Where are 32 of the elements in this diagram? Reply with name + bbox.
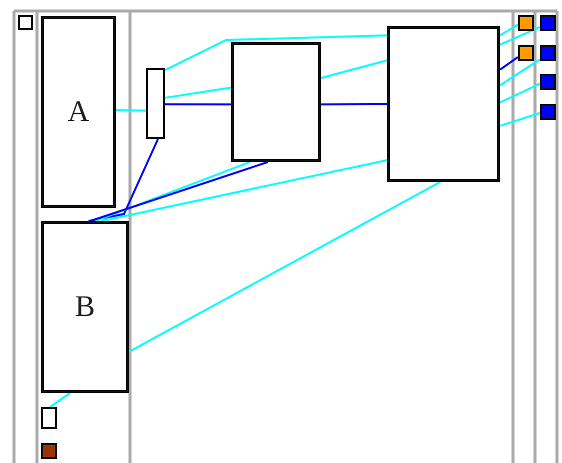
wire (49, 392, 71, 408)
wire (116, 109, 146, 112)
block-label: A (68, 97, 90, 127)
wire (499, 24, 519, 36)
wire (500, 26, 540, 46)
wire (500, 82, 540, 104)
narrow-block (146, 68, 165, 139)
pin-square (41, 407, 57, 429)
wire (499, 56, 519, 70)
pin-square (540, 74, 556, 90)
wire (88, 138, 159, 222)
wire (102, 159, 388, 222)
pin-square (540, 45, 556, 61)
logic-block (41, 221, 129, 393)
wire (321, 103, 387, 106)
logic-block (41, 16, 116, 208)
wire (320, 59, 388, 79)
pin-square (41, 443, 57, 459)
pin-square (18, 15, 33, 30)
wire (500, 112, 540, 127)
pin-square (540, 104, 556, 120)
wire (164, 34, 388, 72)
pin-square (518, 15, 534, 31)
wire (128, 181, 441, 353)
block-label: B (74, 292, 95, 322)
wire (499, 58, 541, 86)
logic-block (387, 26, 500, 182)
pin-square (518, 45, 534, 61)
wire (165, 103, 231, 106)
logic-block (231, 42, 321, 162)
pin-square (540, 15, 556, 31)
wire (164, 86, 232, 99)
